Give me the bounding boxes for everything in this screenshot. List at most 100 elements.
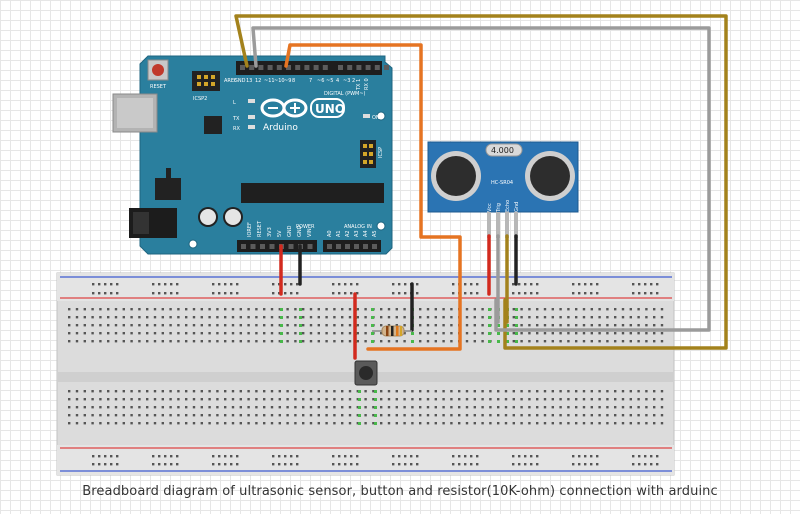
terminal-hole [582, 414, 586, 417]
header-pin [307, 244, 313, 249]
header-pin [336, 244, 341, 249]
terminal-hole [442, 406, 445, 409]
rail-hole [452, 283, 455, 286]
terminal-hole [107, 324, 110, 327]
terminal-hole [247, 414, 250, 417]
connected-hole [371, 332, 374, 335]
pin-label-13: 13 [246, 78, 252, 84]
terminal-hole [263, 324, 266, 327]
terminal-hole [629, 422, 632, 425]
terminal-hole [91, 340, 94, 343]
rail-hole [530, 292, 533, 295]
terminal-hole [75, 332, 79, 335]
terminal-hole [91, 332, 94, 335]
terminal-hole [153, 340, 157, 343]
connected-hole [299, 332, 302, 335]
terminal-hole [411, 422, 414, 425]
terminal-hole [473, 390, 476, 393]
terminal-hole [653, 324, 656, 327]
rail-hole [344, 283, 347, 286]
terminal-hole [419, 332, 422, 335]
rail-hole [284, 455, 287, 458]
rail-hole [650, 292, 653, 295]
terminal-hole [333, 324, 336, 327]
terminal-hole [325, 324, 328, 327]
terminal-hole [286, 340, 289, 343]
terminal-hole [138, 390, 141, 393]
terminal-hole [629, 324, 632, 327]
terminal-hole [512, 406, 515, 409]
terminal-hole [231, 390, 235, 393]
crystal [485, 143, 523, 157]
header-pin [304, 65, 310, 70]
rail-hole [392, 283, 395, 286]
terminal-hole [333, 390, 336, 393]
terminal-hole [575, 414, 578, 417]
terminal-hole [200, 406, 203, 409]
rail-hole [332, 283, 335, 286]
terminal-hole [426, 422, 430, 425]
rail-hole [230, 455, 233, 458]
rail-hole [212, 292, 215, 295]
rail-hole [338, 283, 341, 286]
rail-hole [476, 455, 479, 458]
terminal-hole [380, 340, 383, 343]
terminal-hole [83, 340, 86, 343]
wire-orange-pin9[interactable] [284, 43, 462, 351]
rail-hole [590, 292, 593, 295]
rail-hole [638, 292, 641, 295]
terminal-hole [341, 308, 344, 311]
rail-hole [110, 463, 113, 466]
terminal-hole [403, 308, 406, 311]
usb-chip [204, 116, 222, 134]
terminal-hole [434, 324, 437, 327]
rail-hole [416, 292, 419, 295]
wire-gold-pin13[interactable] [234, 14, 728, 350]
rail-hole [536, 455, 539, 458]
rail-hole [416, 455, 419, 458]
header-pin [288, 244, 294, 249]
wire-gray-pin12[interactable] [251, 26, 711, 332]
terminal-hole [426, 332, 430, 335]
terminal-hole [122, 340, 125, 343]
terminal-hole [224, 390, 227, 393]
terminal-hole [567, 316, 570, 319]
terminal-hole [192, 316, 196, 319]
terminal-hole [255, 414, 258, 417]
terminal-hole [504, 398, 508, 401]
connected-hole [358, 422, 361, 425]
header-pin [384, 65, 389, 70]
pin-label-3: ~3 [343, 78, 350, 84]
arduino-brand-label: Arduino [263, 123, 298, 133]
rail-hole [656, 455, 659, 458]
terminal-hole [122, 308, 125, 311]
terminal-hole [99, 398, 102, 401]
rail-hole [290, 455, 293, 458]
terminal-hole [481, 414, 484, 417]
terminal-hole [629, 332, 632, 335]
terminal-hole [302, 308, 305, 311]
terminal-hole [442, 422, 445, 425]
connected-hole [497, 340, 500, 343]
terminal-hole [146, 316, 149, 319]
rail-hole [332, 292, 335, 295]
terminal-hole [372, 422, 375, 425]
terminal-hole [146, 406, 149, 409]
terminal-hole [247, 390, 250, 393]
terminal-hole [192, 406, 196, 409]
rail-hole [338, 455, 341, 458]
terminal-hole [629, 406, 632, 409]
terminal-hole [653, 422, 656, 425]
terminal-hole [590, 332, 593, 335]
rail-hole [530, 455, 533, 458]
terminal-hole [99, 406, 102, 409]
rail-hole [164, 292, 167, 295]
push-button-cap[interactable] [359, 366, 373, 380]
terminal-hole [317, 390, 320, 393]
connected-hole [280, 316, 283, 319]
terminal-hole [317, 422, 320, 425]
terminal-hole [380, 414, 383, 417]
rail-hole [524, 292, 527, 295]
rail-hole [524, 463, 527, 466]
rail-hole [536, 292, 539, 295]
